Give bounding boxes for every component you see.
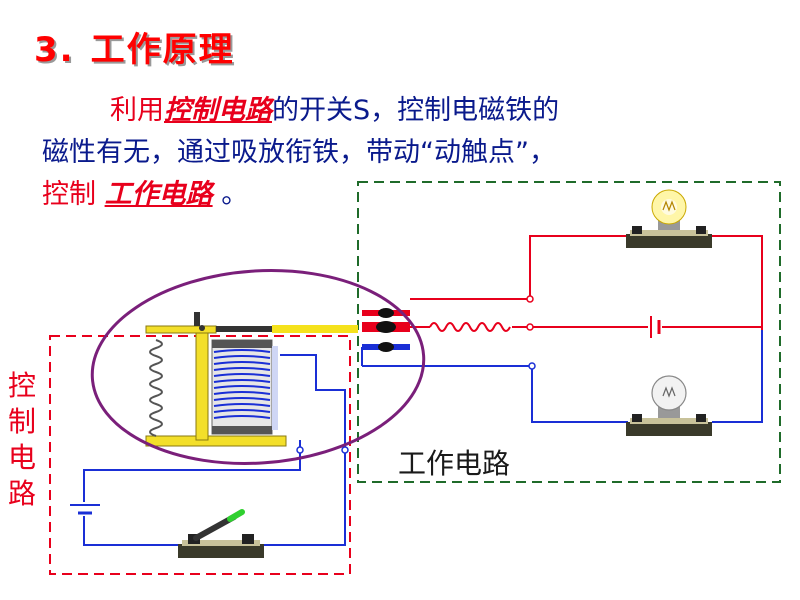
control-circuit-label: 控制电路 [7, 369, 36, 510]
control-wires [83, 354, 346, 546]
control-battery-icon [70, 502, 100, 516]
para-text-1: 利用 [110, 95, 164, 126]
moving-contact-icon [362, 308, 410, 352]
work-wires-red [410, 235, 763, 330]
explanation-paragraph: 利用控制电路的开关S，控制电磁铁的 磁性有无，通过吸放衔铁，带动“动触点”， 控… [42, 90, 762, 216]
page-title: 3. 工作原理 [34, 22, 235, 71]
lit-bulb-icon [626, 189, 712, 248]
section-title: 工作原理 [90, 30, 235, 70]
relay-electromagnet [145, 312, 358, 447]
para-text-2: 的开关S，控制电磁铁的 [272, 95, 560, 126]
work-battery-icon [648, 314, 662, 340]
relay-highlight-ellipse [90, 269, 426, 465]
unlit-bulb-icon [626, 375, 712, 436]
switch-icon [178, 509, 264, 558]
para-text-3: 磁性有无，通过吸放衔铁，带动“动触点”， [42, 137, 556, 168]
work-coil-icon [429, 322, 511, 332]
work-circuit-box [357, 181, 781, 483]
section-number: 3. [34, 30, 75, 70]
work-circuit-label: 工作电路 [398, 447, 511, 480]
work-wires-blue [361, 330, 763, 423]
highlight-control-circuit: 控制电路 [164, 95, 272, 126]
para-text-5: 。 [221, 179, 249, 210]
highlight-work-circuit: 工作电路 [104, 179, 213, 210]
para-text-4: 控制 [42, 179, 96, 210]
